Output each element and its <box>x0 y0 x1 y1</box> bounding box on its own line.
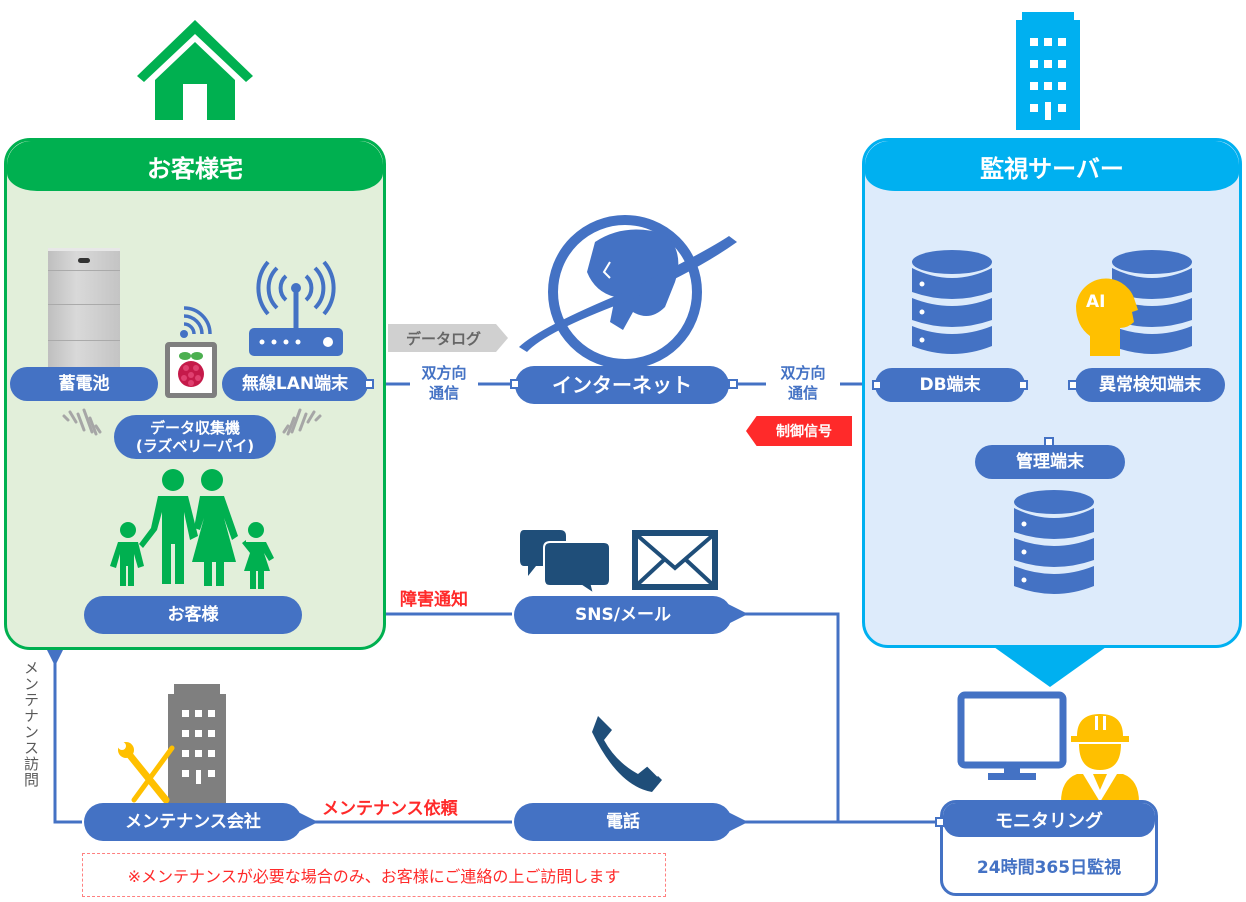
database-backup-icon <box>1014 490 1094 594</box>
customer-node: お客様 <box>84 596 302 634</box>
database-ai-icon <box>1112 250 1192 354</box>
monitor-icon <box>957 691 1067 780</box>
database-icon <box>912 250 992 354</box>
monitoring-title: モニタリング <box>943 803 1155 837</box>
family-icon <box>110 469 274 589</box>
server-panel-title: 監視サーバー <box>865 141 1239 191</box>
anomaly-node: 異常検知端末 <box>1075 368 1225 402</box>
sns-mail-node: SNS/メール <box>514 596 732 634</box>
internet-node: インターネット <box>515 366 729 404</box>
arrow-monitor-sns <box>718 599 840 822</box>
phone-icon <box>592 713 662 792</box>
anomaly-port <box>1068 380 1078 390</box>
wlan-node: 無線LAN端末 <box>222 367 368 401</box>
maintenance-company-node: メンテナンス会社 <box>84 803 302 841</box>
control-signal-label: 制御信号 <box>776 424 832 440</box>
db-port-right <box>1018 380 1028 390</box>
right-link-line1: 双方向 <box>780 364 826 382</box>
internet-port-right <box>728 379 738 389</box>
worker-icon <box>1061 714 1139 802</box>
monitoring-port <box>935 817 945 827</box>
house-icon <box>137 20 253 120</box>
right-link-label: 双方向 通信 <box>766 364 840 403</box>
left-link-line2: 通信 <box>428 383 459 402</box>
battery-icon <box>48 248 120 372</box>
collector-label-line2: (ラズベリーパイ) <box>135 437 255 455</box>
monitoring-card: モニタリング 24時間365日監視 <box>940 800 1158 896</box>
internet-port-left <box>510 379 520 389</box>
mail-icon <box>632 530 718 590</box>
ai-badge: AI <box>1086 292 1106 312</box>
router-icon <box>249 260 343 356</box>
admin-port <box>1044 437 1054 447</box>
maintenance-note: ※メンテナンスが必要な場合のみ、お客様にご連絡の上ご訪問します <box>82 853 666 897</box>
control-signal-tag: 制御信号 <box>746 416 852 446</box>
chat-bubbles-icon <box>520 530 611 597</box>
globe-icon <box>519 215 737 369</box>
ai-head-icon: AI <box>1072 276 1144 356</box>
wifi-signal-icon <box>180 306 212 338</box>
vibration-left-icon <box>62 408 102 436</box>
vibration-right-icon <box>282 408 322 436</box>
home-panel-title: お客様宅 <box>7 141 383 191</box>
monitoring-subtitle: 24時間365日監視 <box>976 858 1122 878</box>
left-link-label: 双方向 通信 <box>410 364 478 403</box>
admin-node: 管理端末 <box>975 445 1125 479</box>
building-icon <box>1016 12 1080 130</box>
maintenance-request-label: メンテナンス依頼 <box>322 799 458 819</box>
phone-node: 電話 <box>514 803 732 841</box>
raspberry-pi-icon <box>165 342 217 398</box>
office-building-icon <box>168 684 226 804</box>
datalog-label: データログ <box>406 329 482 348</box>
collector-label-line1: データ収集機 <box>149 419 240 437</box>
db-port-left <box>872 380 882 390</box>
tools-icon <box>118 742 175 804</box>
right-link-line2: 通信 <box>787 383 818 402</box>
db-node: DB端末 <box>875 368 1025 402</box>
fault-notice-label: 障害通知 <box>400 590 468 610</box>
maintenance-visit-label: メンテナンス訪問 <box>22 660 40 788</box>
datalog-tag: データログ <box>388 324 508 352</box>
collector-node: データ収集機 (ラズベリーパイ) <box>114 415 276 459</box>
battery-node: 蓄電池 <box>10 367 158 401</box>
arrow-maintenance-visit <box>40 636 82 824</box>
wlan-port <box>364 379 374 389</box>
left-link-line1: 双方向 <box>421 364 467 382</box>
